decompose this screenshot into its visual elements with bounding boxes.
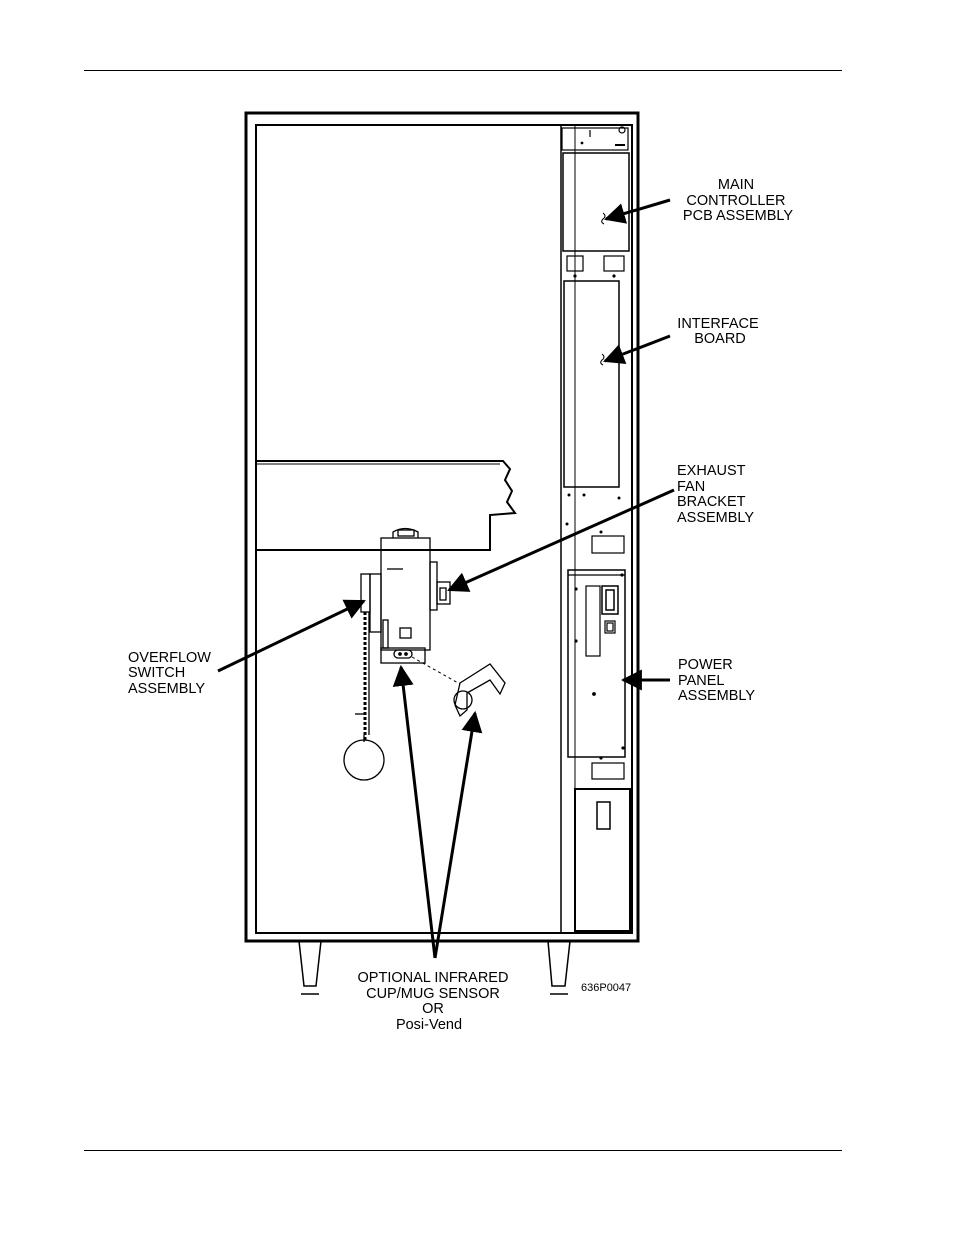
cabinet-outline: [244, 111, 640, 943]
label-power-panel: POWER PANEL ASSEMBLY: [678, 657, 755, 704]
interface-board: [563, 280, 621, 534]
label-infrared-sensor: OPTIONAL INFRARED CUP/MUG SENSOR OR Posi…: [358, 970, 513, 1033]
side-column: [561, 126, 629, 151]
label-interface-board: INTERFACE BOARD: [677, 316, 762, 347]
connector-blocks: [566, 255, 625, 278]
cabinet-legs: [298, 940, 571, 995]
label-main-controller: MAIN CONTROLLER PCB ASSEMBLY: [683, 177, 793, 224]
power-panel: [567, 569, 626, 758]
footer-rule: [84, 1150, 842, 1151]
overflow-float-assembly: [343, 573, 385, 781]
label-overflow-switch: OVERFLOW SWITCH ASSEMBLY: [128, 650, 215, 697]
cutaway-shelf: [257, 460, 517, 551]
figure-code: 636P0047: [581, 982, 631, 994]
label-exhaust-fan: EXHAUST FAN BRACKET ASSEMBLY: [677, 463, 754, 526]
leader-arrows: [217, 198, 675, 959]
vent-slots: [591, 535, 625, 780]
fan-bracket-assembly: [380, 527, 451, 664]
main-controller-pcb: [562, 152, 630, 252]
lower-compartment: [574, 788, 631, 932]
header-rule: [84, 70, 842, 71]
infrared-sensor-bracket: [411, 656, 506, 718]
